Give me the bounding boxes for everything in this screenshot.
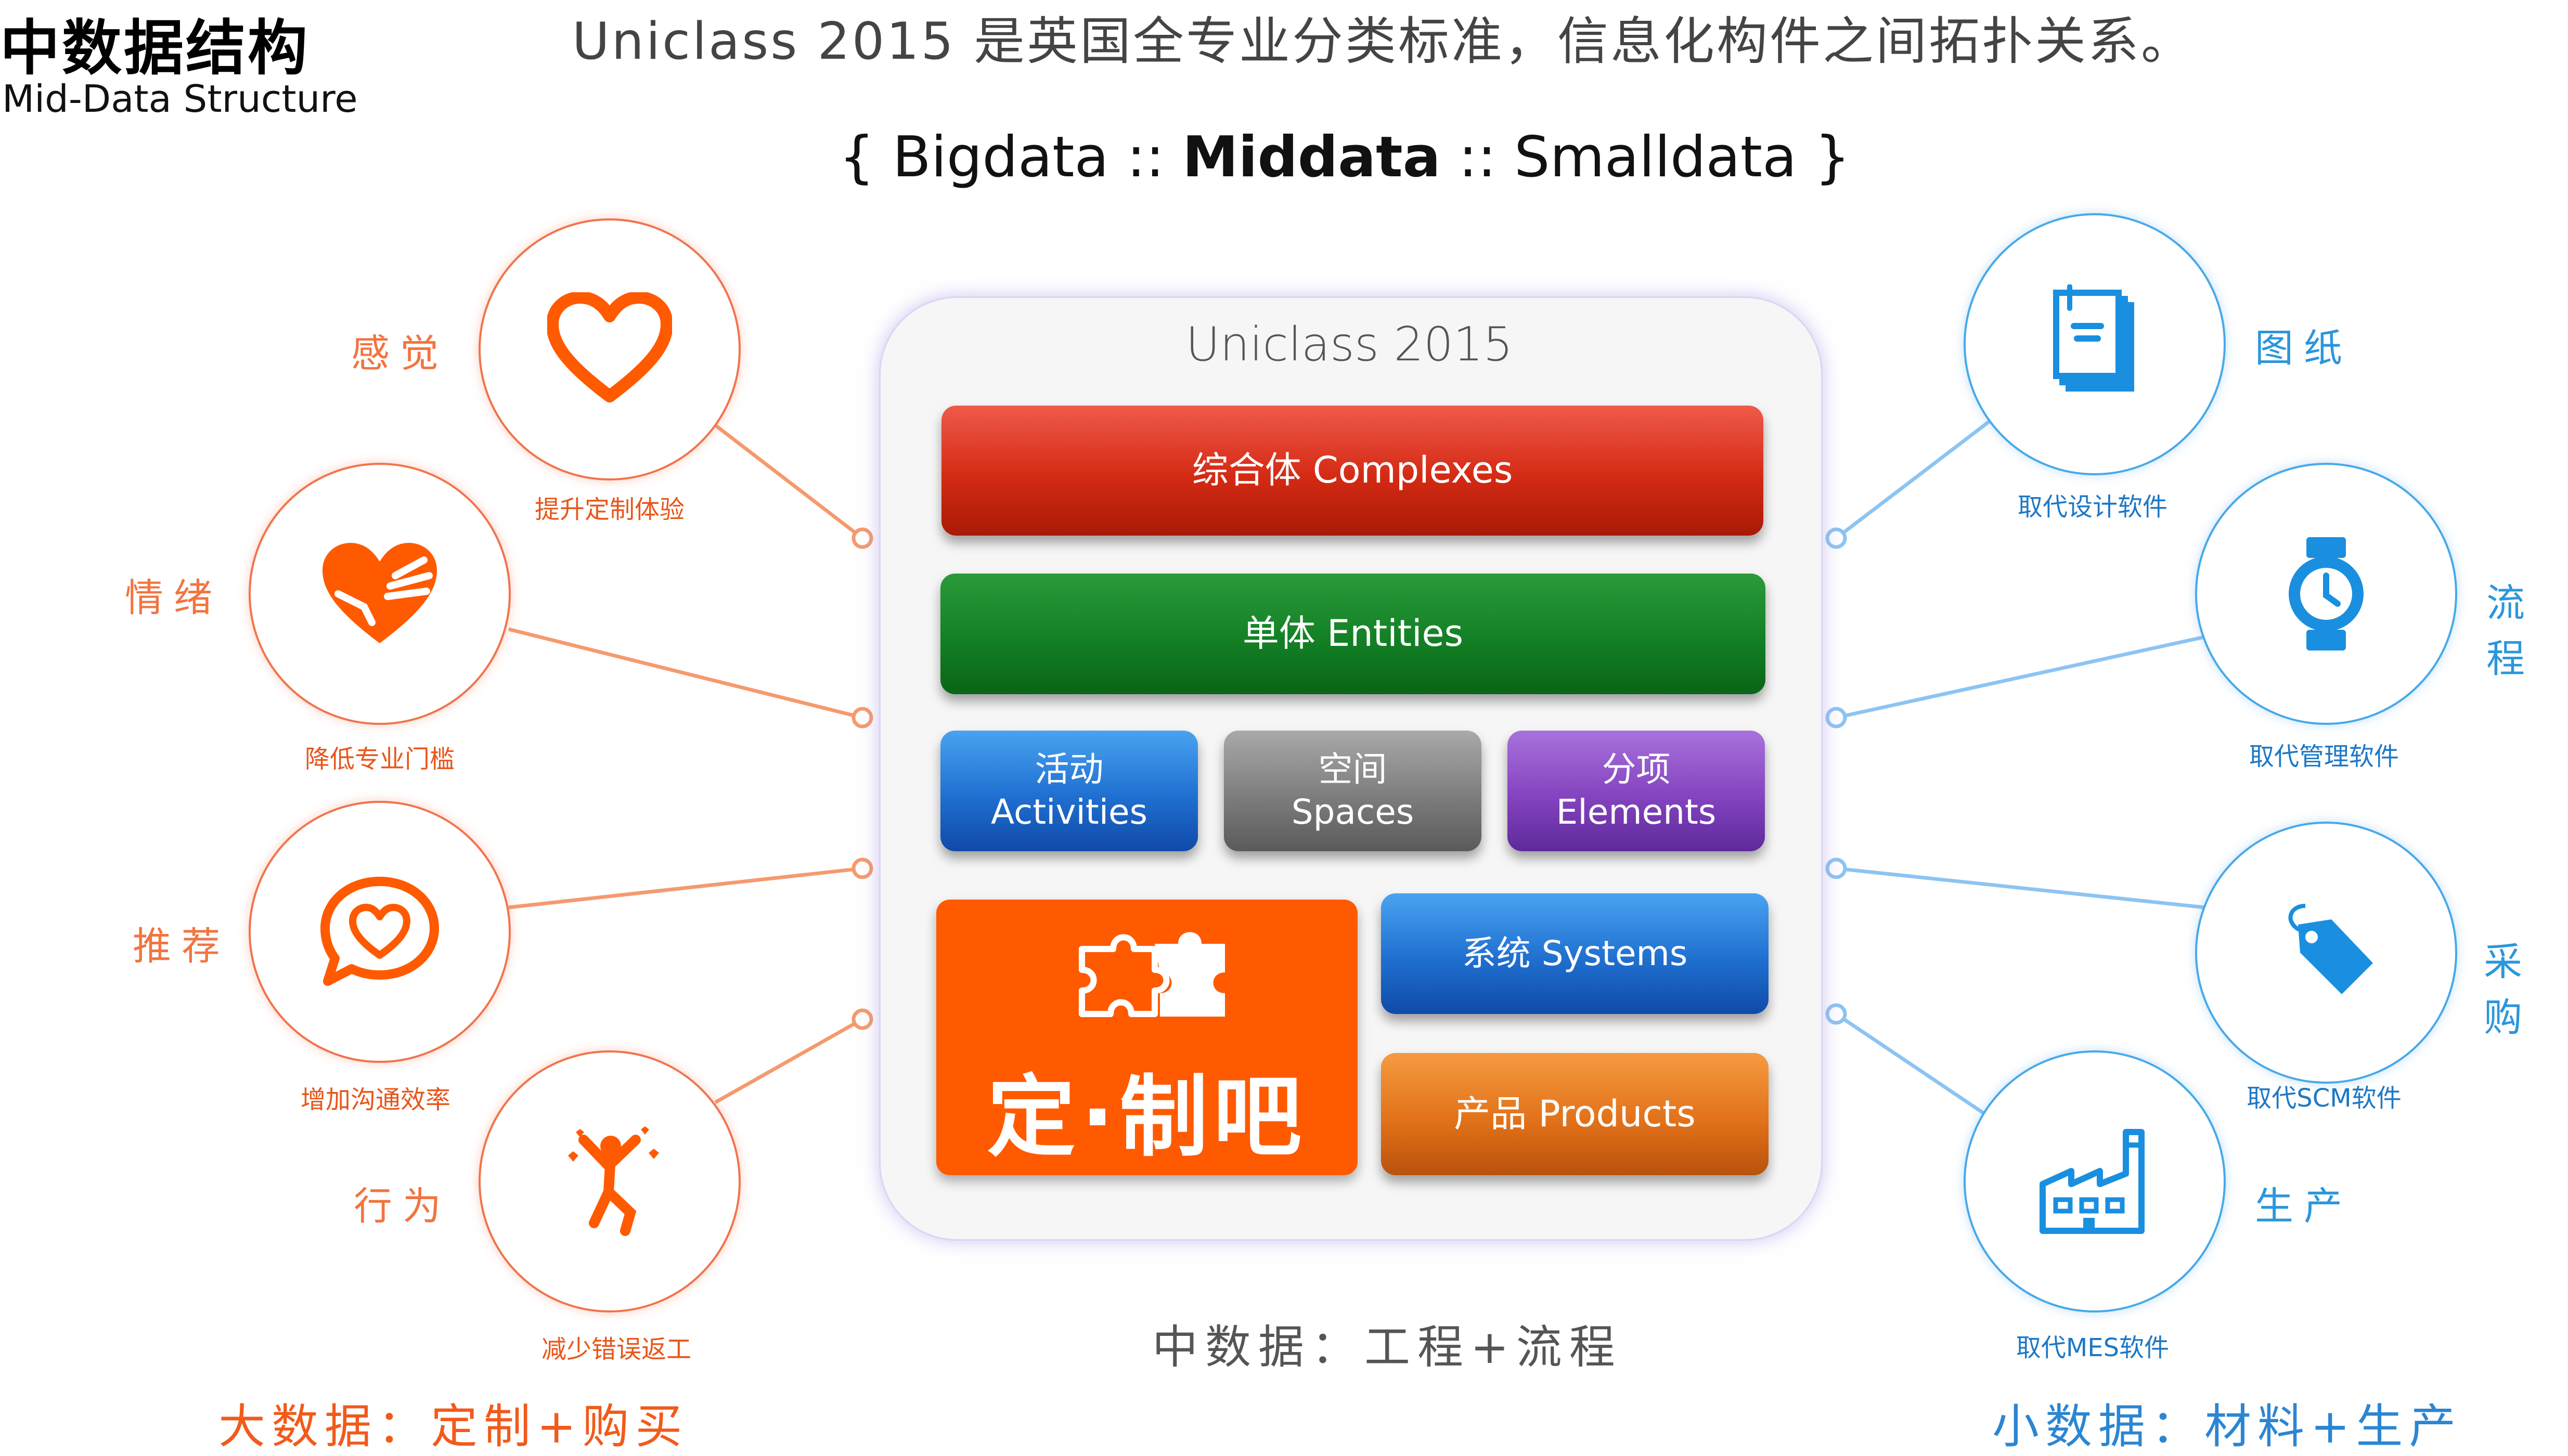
entities-bar[interactable]: 单体 Entities	[940, 574, 1765, 694]
purchase-circle[interactable]	[2195, 822, 2457, 1084]
spaces-label-cn: 空间	[1318, 749, 1387, 789]
connector-dot	[851, 707, 873, 729]
connector-line-feel	[708, 420, 864, 540]
emotion-circle[interactable]	[249, 463, 511, 725]
purchase-caption: 取代SCM软件	[2247, 1084, 2402, 1113]
connector-line-behavior	[714, 1017, 863, 1104]
recommend-circle[interactable]	[249, 801, 511, 1063]
document-stack-icon	[2053, 284, 2134, 392]
page-subtitle: Mid-Data Structure	[2, 77, 358, 121]
connector-line-purchase	[1836, 866, 2205, 909]
formula-open: { Bigdata ::	[838, 125, 1183, 190]
connector-dot	[1825, 857, 1847, 879]
formula-close: :: Smalldata }	[1440, 125, 1851, 190]
drawing-circle[interactable]	[1964, 213, 2226, 475]
products-bar[interactable]: 产品 Products	[1381, 1053, 1769, 1175]
production-caption: 取代MES软件	[2016, 1333, 2170, 1362]
connector-dot	[1825, 1003, 1847, 1025]
recommend-label: 推荐	[133, 924, 230, 969]
connector-line-production	[1835, 1012, 1988, 1117]
jumping-person-icon	[568, 1126, 659, 1236]
entities-label: 单体 Entities	[1242, 612, 1464, 655]
drawing-label: 图纸	[2255, 326, 2353, 371]
data-formula: { Bigdata :: Middata :: Smalldata }	[0, 125, 2568, 190]
elements-label-en: Elements	[1556, 792, 1717, 832]
activities-label-cn: 活动	[1035, 749, 1104, 789]
factory-icon	[2040, 1129, 2145, 1234]
emotion-label: 情绪	[125, 576, 223, 620]
complexes-bar[interactable]: 综合体 Complexes	[941, 406, 1763, 536]
behavior-caption: 减少错误返工	[541, 1335, 691, 1364]
price-tag-icon	[2288, 904, 2373, 994]
feel-label: 感觉	[351, 331, 449, 376]
activities-label-en: Activities	[990, 792, 1148, 832]
connector-dot	[1825, 527, 1847, 549]
page-title: 中数据结构	[0, 14, 310, 83]
connector-dot	[851, 857, 873, 879]
spaces-label-en: Spaces	[1291, 792, 1414, 832]
bigdata-caption: 大数据：定制+购买	[218, 1399, 689, 1454]
complexes-label: 综合体 Complexes	[1192, 449, 1513, 492]
process-caption: 取代管理软件	[2249, 742, 2399, 771]
process-label: 流程	[2486, 581, 2535, 681]
brand-block[interactable]	[936, 900, 1358, 1175]
headline: Uniclass 2015 是英国全专业分类标准，信息化构件之间拓扑关系。	[572, 12, 2195, 71]
drawing-caption: 取代设计软件	[2017, 492, 2167, 522]
speech-heart-icon	[320, 877, 439, 986]
puzzle-icon	[1079, 932, 1225, 1017]
formula-middata: Middata	[1182, 125, 1441, 190]
smalldata-caption: 小数据：材料+生产	[1992, 1399, 2462, 1454]
production-circle[interactable]	[1964, 1050, 2226, 1312]
systems-label: 系统 Systems	[1462, 933, 1688, 973]
connector-line-emotion	[508, 627, 863, 720]
purchase-label: 采购	[2484, 940, 2533, 1040]
connector-line-process	[1836, 635, 2205, 720]
process-circle[interactable]	[2195, 463, 2457, 725]
panel-title: Uniclass 2015	[1185, 317, 1513, 372]
heart-icon	[547, 292, 672, 402]
systems-bar[interactable]: 系统 Systems	[1381, 893, 1769, 1014]
connector-dot	[1825, 707, 1847, 729]
watch-icon	[2289, 537, 2364, 651]
recommend-caption: 增加沟通效率	[300, 1085, 450, 1114]
connector-dot	[851, 1008, 873, 1030]
middata-caption: 中数据：工程+流程	[1152, 1320, 1622, 1374]
feel-circle[interactable]	[479, 218, 741, 480]
emotion-caption: 降低专业门槛	[304, 745, 455, 774]
connector-line-drawing	[1835, 420, 1991, 540]
feel-caption: 提升定制体验	[534, 495, 685, 524]
behavior-label: 行为	[354, 1184, 451, 1229]
behavior-circle[interactable]	[479, 1050, 741, 1312]
products-label: 产品 Products	[1454, 1092, 1696, 1135]
heart-hands-icon	[322, 543, 437, 643]
production-label: 生产	[2255, 1184, 2353, 1229]
brand-text: 定·制吧	[987, 1066, 1307, 1169]
connector-dot	[851, 527, 873, 549]
connector-line-recommend	[508, 866, 863, 909]
elements-label-cn: 分项	[1602, 749, 1671, 789]
